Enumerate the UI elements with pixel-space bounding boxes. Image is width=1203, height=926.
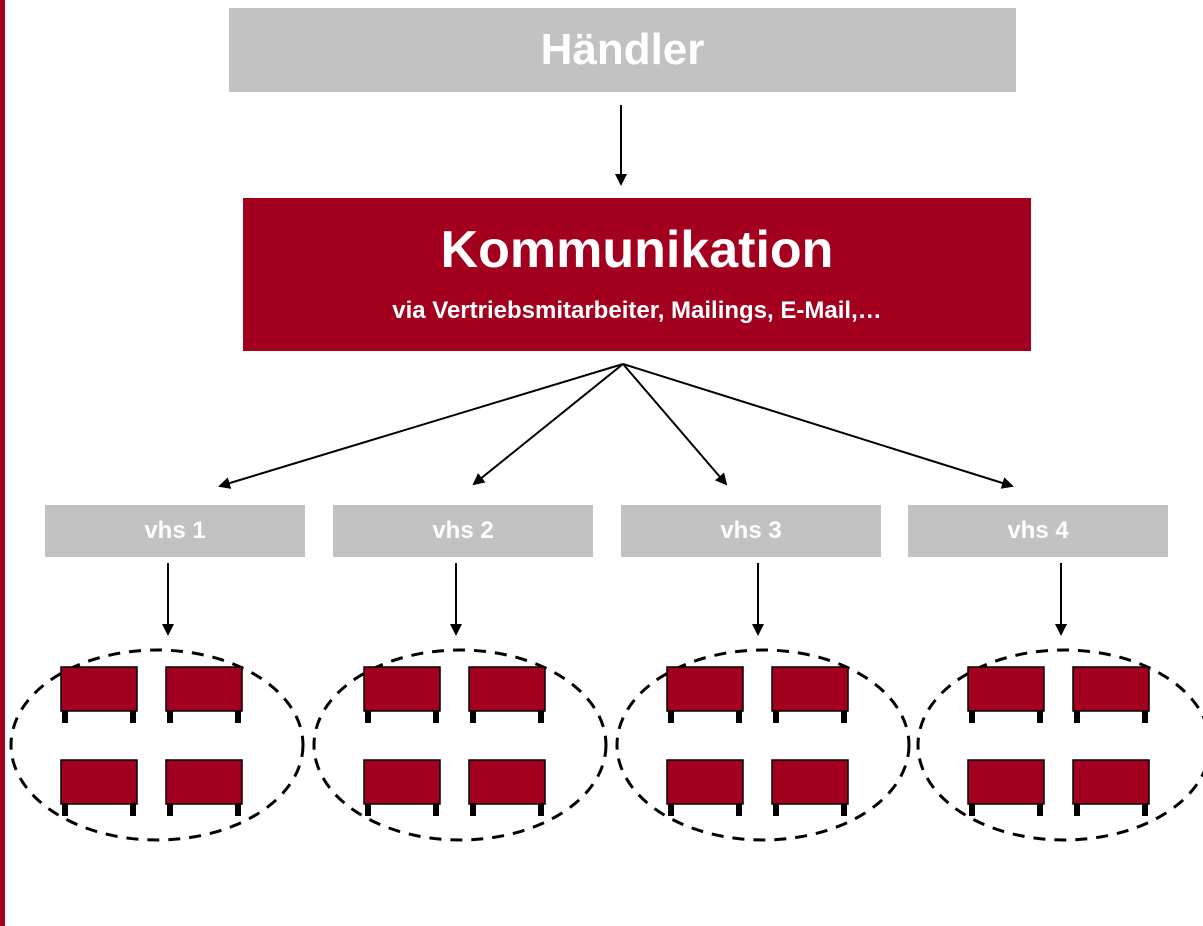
desk-top [363,759,441,805]
vhs-box-1: vhs 1 [45,505,305,557]
vhs-box-4: vhs 4 [908,505,1168,557]
desk-icon [363,666,441,723]
desk-leg-left [969,804,975,816]
desk-leg-right [1037,804,1043,816]
desk-leg-right [130,711,136,723]
kommunikation-title: Kommunikation [440,220,834,279]
desk-leg-left [773,711,779,723]
desk-leg-left [773,804,779,816]
desk-leg-left [969,711,975,723]
vhs-box-2: vhs 2 [333,505,593,557]
desk-leg-right [130,804,136,816]
desk-leg-right [1142,711,1148,723]
haendler-box: Händler [229,8,1016,92]
desk-leg-right [841,804,847,816]
desk-top [468,666,546,712]
desk-leg-left [668,804,674,816]
desk-top [666,666,744,712]
desk-leg-left [365,804,371,816]
desk-icon [468,759,546,816]
desk-leg-left [62,804,68,816]
desk-leg-right [841,711,847,723]
cluster-ellipse-4 [916,648,1203,842]
desk-leg-right [736,804,742,816]
desk-top [771,666,849,712]
desk-top [1072,759,1150,805]
desk-top [771,759,849,805]
desk-icon [60,666,138,723]
desk-icon [666,759,744,816]
desk-leg-left [470,804,476,816]
desk-leg-right [1037,711,1043,723]
desk-icon [771,666,849,723]
cluster-ellipse-3 [615,648,911,842]
desk-top [165,759,243,805]
desk-leg-left [470,711,476,723]
desk-leg-left [365,711,371,723]
desk-top [468,759,546,805]
desk-leg-right [235,804,241,816]
desk-top [363,666,441,712]
desk-icon [165,666,243,723]
vhs-box-3: vhs 3 [621,505,881,557]
vhs-label-3: vhs 3 [720,517,782,544]
cluster-layer [9,648,1203,842]
desk-icon [165,759,243,816]
desk-leg-right [433,804,439,816]
desk-top [967,759,1045,805]
desk-leg-left [668,711,674,723]
desk-leg-right [235,711,241,723]
desk-leg-left [1074,711,1080,723]
desk-top [60,759,138,805]
desk-leg-left [1074,804,1080,816]
left-accent-rule [0,0,5,926]
desk-leg-right [538,711,544,723]
desk-leg-left [167,804,173,816]
desk-leg-right [433,711,439,723]
desk-leg-left [167,711,173,723]
desk-icon [771,759,849,816]
haendler-label: Händler [540,25,705,74]
desk-top [165,666,243,712]
arrow-kommunikation-to-vhs-2 [472,363,624,486]
desk-icon [363,759,441,816]
vhs-label-4: vhs 4 [1007,517,1069,544]
desk-leg-right [1142,804,1148,816]
desk-top [666,759,744,805]
desk-leg-right [538,804,544,816]
arrow-kommunikation-to-vhs-3 [622,363,728,486]
desk-top [1072,666,1150,712]
kommunikation-subtitle: via Vertriebsmitarbeiter, Mailings, E-Ma… [392,296,882,324]
vhs-label-1: vhs 1 [144,517,206,544]
desk-leg-right [736,711,742,723]
desk-icon [60,759,138,816]
desk-icon [666,666,744,723]
arrow-kommunikation-to-vhs-1 [218,363,624,489]
vhs-label-2: vhs 2 [432,517,494,544]
desk-icon [967,666,1045,723]
desk-top [60,666,138,712]
cluster-ellipse-1 [9,648,305,842]
desk-top [967,666,1045,712]
desk-leg-left [62,711,68,723]
desk-icon [468,666,546,723]
arrow-kommunikation-to-vhs-4 [622,363,1014,489]
cluster-ellipse-2 [312,648,608,842]
kommunikation-box: Kommunikation via Vertriebsmitarbeiter, … [243,198,1031,351]
desk-icon [1072,759,1150,816]
desk-icon [967,759,1045,816]
desk-icon [1072,666,1150,723]
